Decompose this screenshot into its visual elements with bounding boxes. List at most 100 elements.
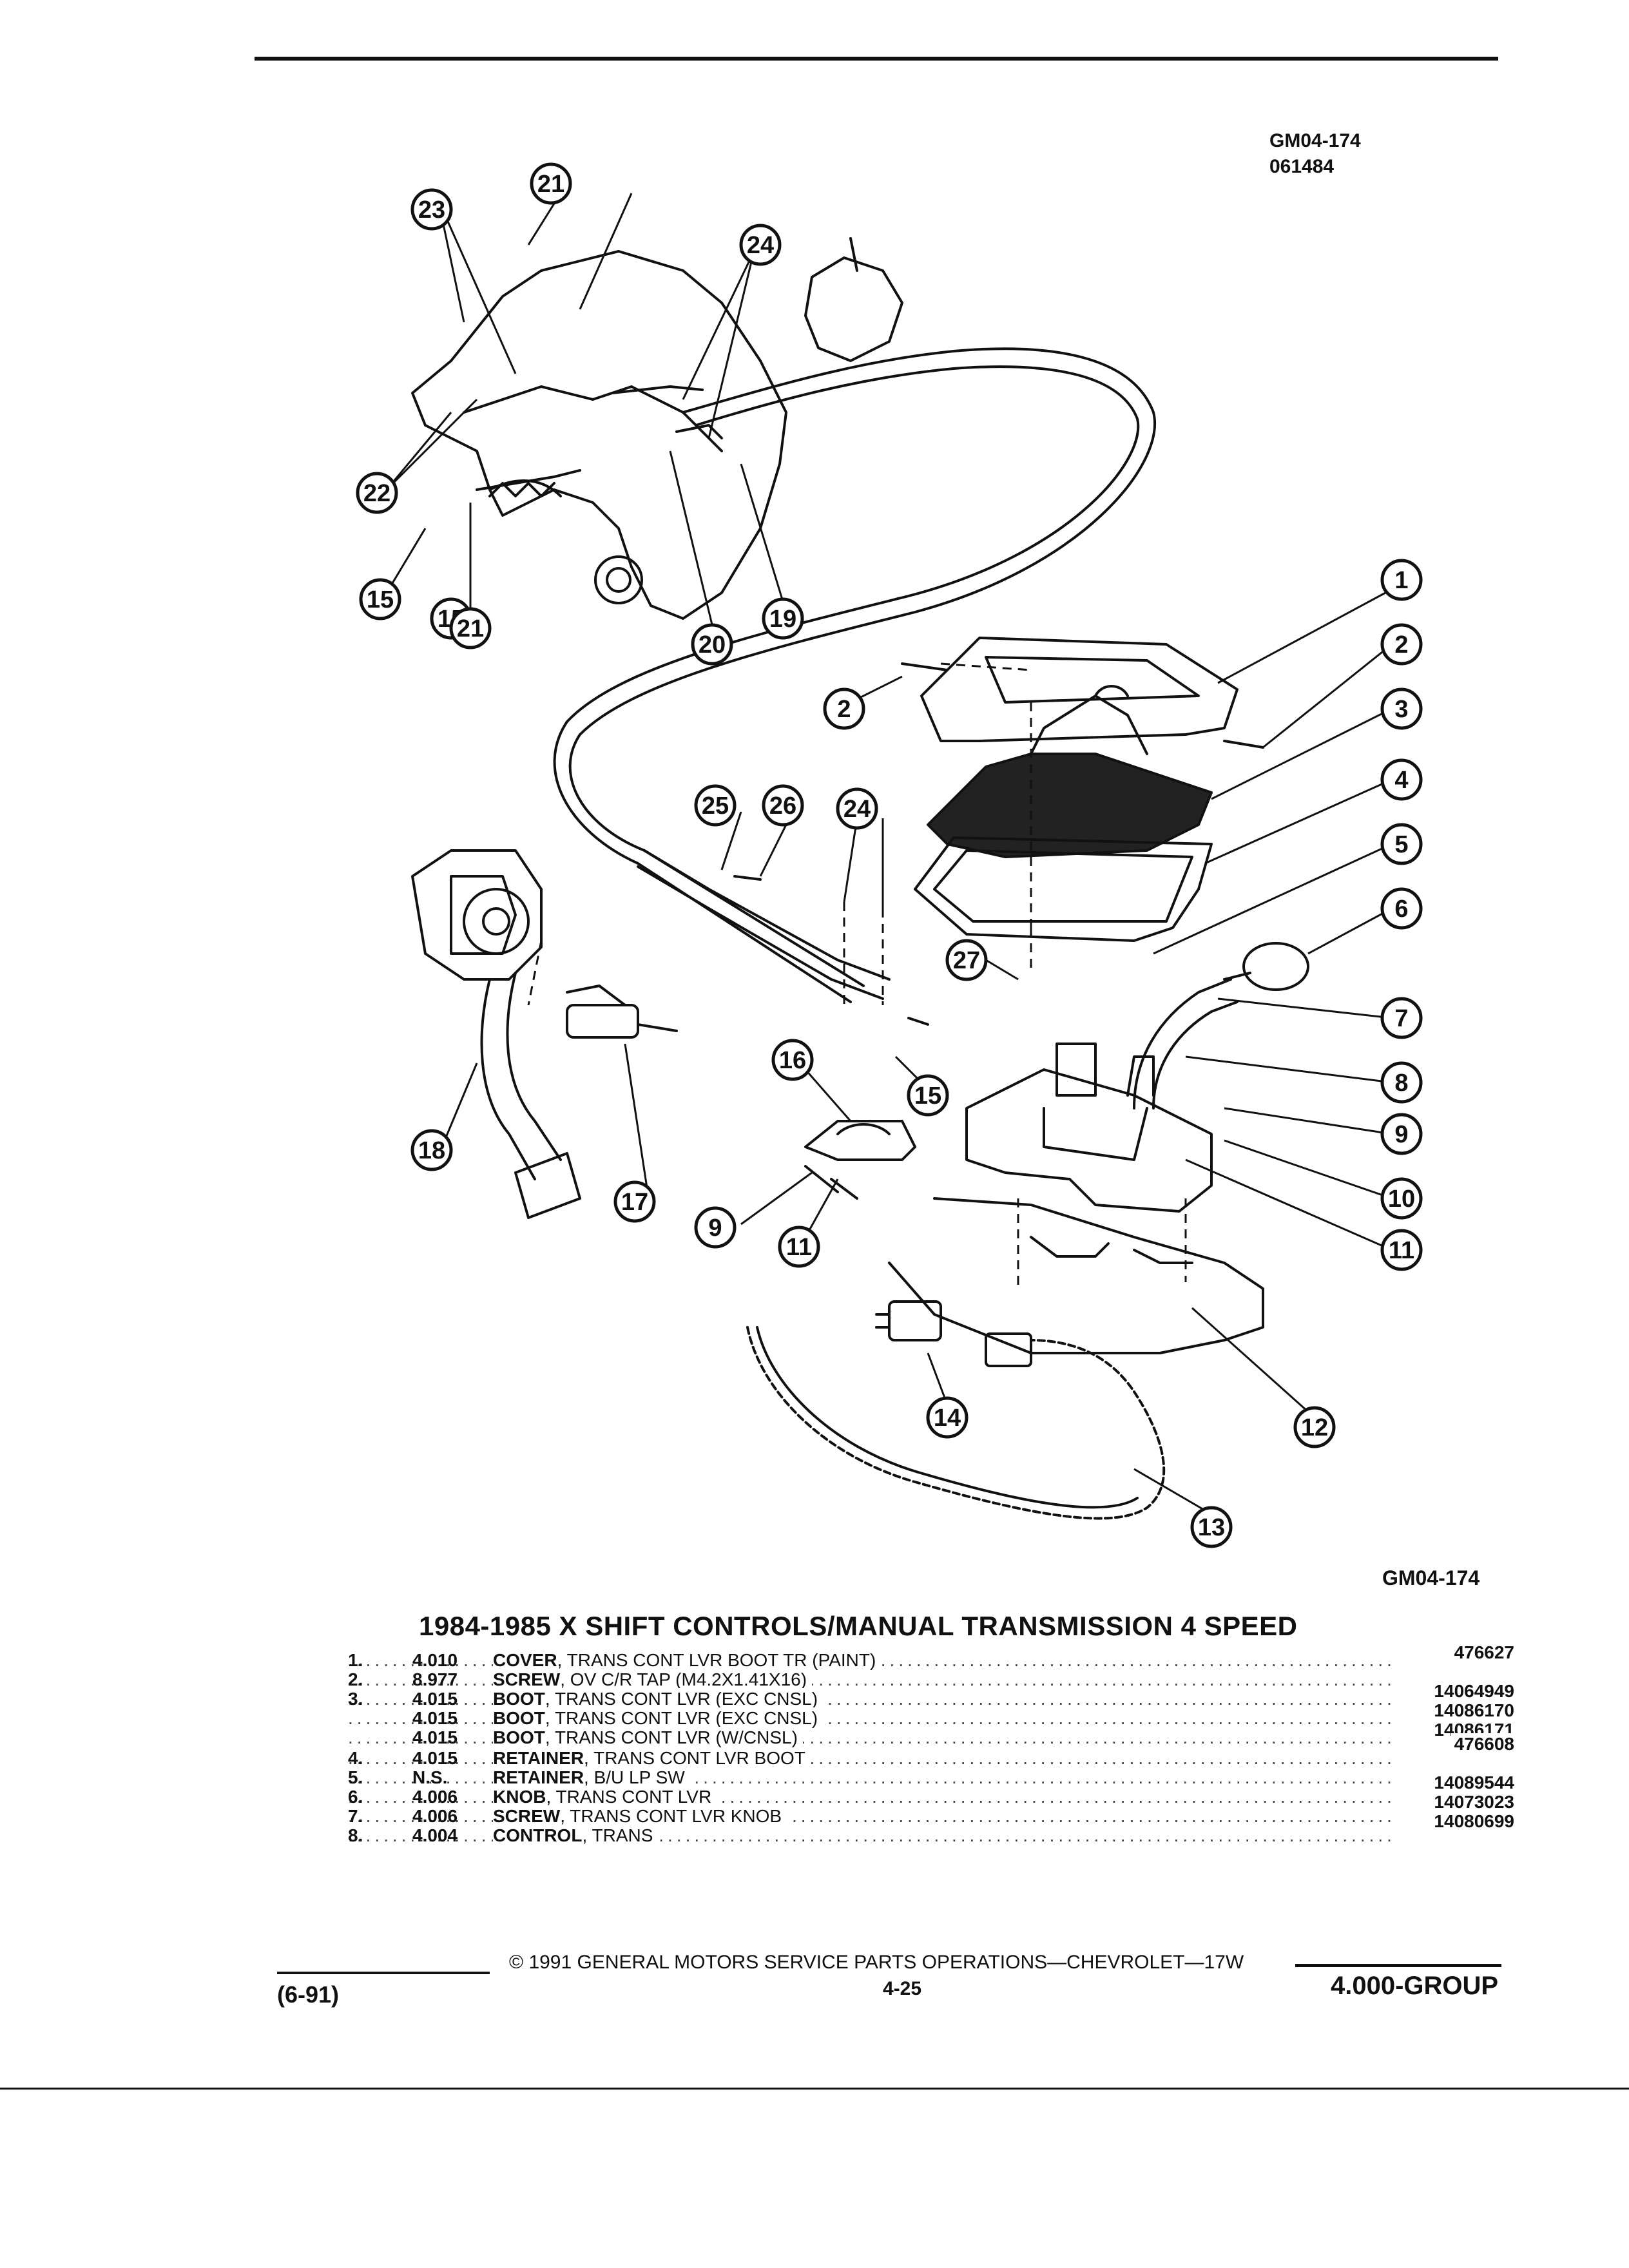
part-number: 476627 [1450,1642,1514,1664]
part-detail: , TRANS [582,1825,653,1845]
callout-13: 13 [1190,1506,1233,1548]
part-name: CONTROL [493,1825,583,1845]
shift-lever [1133,978,1232,1110]
callout-circle [1380,1229,1423,1271]
callout-number: 27 [953,947,980,974]
callout-20: 20 [691,623,733,666]
callout-number: 17 [621,1189,648,1216]
copyright-notice: © 1991 GENERAL MOTORS SERVICE PARTS OPER… [509,1952,1244,1973]
part-detail: , OV C/R TAP (M4.2X1.41X16) [560,1669,807,1689]
callout-circle [1293,1406,1336,1448]
group-number: 4.015 [412,1708,458,1728]
callout-number: 21 [457,615,484,642]
callout-number: 11 [786,1234,812,1261]
callout-circle [926,1396,969,1439]
group-number: 4.006 [412,1787,458,1807]
group-number: N.S. [412,1767,448,1787]
group-label: 4.000-GROUP [1331,1972,1499,2000]
callout-circle [1190,1506,1233,1548]
revision-date: (6-91) [277,1981,340,2008]
item-number: 2. [348,1669,363,1689]
callout-circle [1380,559,1423,601]
wiring-harness [746,1326,1166,1520]
callout-22: 22 [356,472,398,514]
part-description: COVER, TRANS CONT LVR BOOT TR (PAINT) [493,1649,882,1671]
callout-2: 2 [1380,623,1423,666]
part-name: COVER [493,1650,557,1670]
part-detail: , B/U LP SW [584,1767,685,1787]
callout-number: 9 [1394,1121,1408,1148]
item-number: 5. [348,1767,363,1787]
callout-circle [1380,623,1423,666]
parts-list-row: ........................................… [348,1719,1514,1749]
parts-list-row: ........................................… [348,1642,1514,1671]
part-name: RETAINER [493,1748,584,1768]
callout-number: 22 [363,480,390,507]
callout-circle [691,623,733,666]
callout-5: 5 [1380,823,1423,865]
part-name: BOOT [493,1689,545,1709]
callout-circle [356,472,398,514]
callout-circle [694,1206,737,1249]
callout-number: 4 [1394,767,1408,794]
group-number: 4.015 [412,1689,458,1709]
callout-8: 8 [1380,1061,1423,1104]
callout-number: 2 [1394,631,1408,658]
parts-list-row: ........................................… [348,1767,1514,1789]
part-name: SCREW [493,1806,561,1826]
callout-circle [1380,997,1423,1039]
callout-21: 21 [530,162,572,205]
callout-circle [771,1039,814,1081]
boot-cover [920,637,1239,742]
callout-number: 1 [1394,567,1408,594]
callout-number: 14 [934,1405,961,1432]
diagram-caption: GM04-174 [1382,1566,1480,1590]
callout-15: 15 [907,1074,949,1117]
part-description: RETAINER, TRANS CONT LVR BOOT [493,1747,811,1769]
callout-circle [907,1074,949,1117]
callout-2: 2 [823,687,865,730]
callout-19: 19 [762,597,804,640]
shift-knob [1242,942,1309,991]
parts-list-row: ........................................… [348,1733,1514,1769]
part-number: 14089544 [1430,1772,1514,1794]
item-number: 1. [348,1650,363,1670]
clutch-pedal-arm [480,978,536,1180]
callout-15: 15 [359,578,401,620]
callout-3: 3 [1380,687,1423,730]
backup-lamp-switch [888,1300,942,1341]
part-detail: , TRANS CONT LVR (EXC CNSL) [545,1708,818,1728]
callout-25: 25 [694,784,737,827]
callout-12: 12 [1293,1406,1336,1448]
part-detail: , TRANS CONT LVR [546,1787,712,1807]
parts-list-row: ........................................… [348,1791,1514,1827]
part-description: RETAINER, B/U LP SW [493,1767,690,1789]
section-title: 1984-1985 X SHIFT CONTROLS/MANUAL TRANSM… [419,1611,1298,1641]
callout-24: 24 [836,787,878,830]
callout-number: 24 [747,232,774,259]
callout-circle [739,224,782,266]
callout-number: 25 [702,793,729,820]
callout-circle [1380,758,1423,801]
callout-circle [762,784,804,827]
part-description: CONTROL, TRANS [493,1825,659,1847]
reference-code: GM04-174 [1269,130,1361,151]
callout-9: 9 [694,1206,737,1249]
callout-number: 18 [418,1137,445,1164]
callout-number: 5 [1394,831,1408,858]
part-description: BOOT, TRANS CONT LVR (W/CNSL) [493,1727,803,1749]
callout-6: 6 [1380,887,1423,930]
part-name: BOOT [493,1708,545,1728]
callout-number: 8 [1394,1070,1408,1097]
callout-17: 17 [613,1180,656,1223]
parts-list-row: ........................................… [348,1700,1514,1729]
callout-number: 7 [1394,1005,1408,1032]
callout-number: 20 [699,631,726,658]
part-number: 14073023 [1430,1791,1514,1813]
page-number: 4-25 [883,1978,922,1999]
shift-cable-inner [553,365,1140,1003]
callout-circle [823,687,865,730]
part-description: BOOT, TRANS CONT LVR (EXC CNSL) [493,1688,824,1710]
callout-circle [778,1225,820,1268]
group-number: 4.015 [412,1748,458,1768]
